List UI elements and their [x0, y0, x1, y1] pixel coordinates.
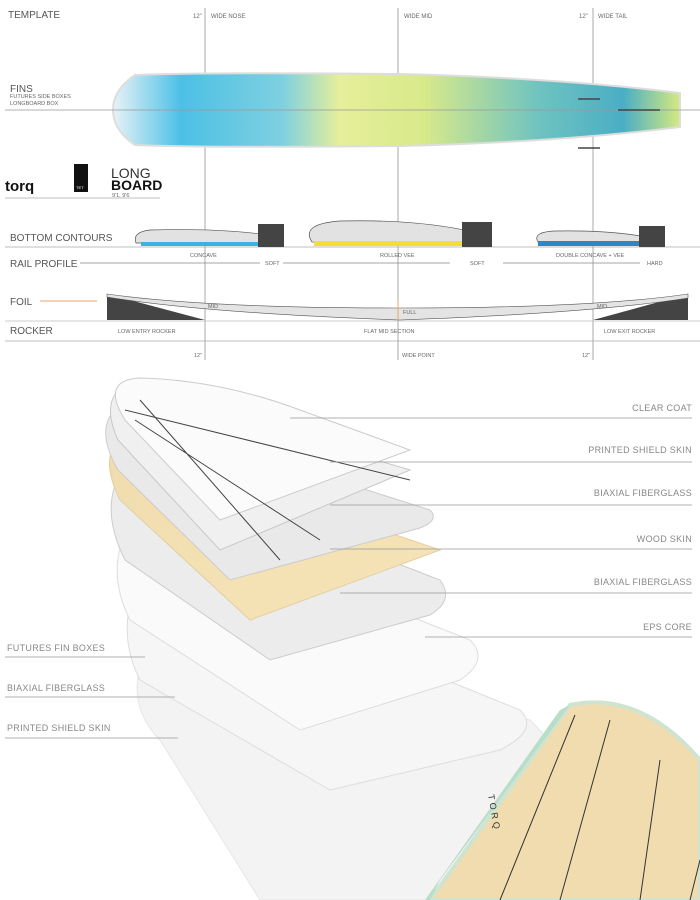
torq-logo: torq [5, 178, 34, 195]
layer-label-bottom-biaxial: BIAXIAL FIBERGLASS [7, 683, 105, 693]
layer-label-eps-core: EPS CORE [643, 622, 692, 632]
rocker-mid-label: FLAT MID SECTION [364, 329, 415, 335]
nose-contour-label: CONCAVE [190, 253, 217, 259]
tail-contour-label: DOUBLE CONCAVE + VEE [556, 253, 625, 259]
wide-nose-label: WIDE NOSE [211, 14, 245, 20]
rocker-tail-label: LOW EXIT ROCKER [604, 329, 655, 335]
fins-line1: FUTURES SIDE BOXES [10, 94, 71, 100]
template-title: TEMPLATE [8, 10, 60, 21]
deck-stringers [499, 714, 700, 900]
tail-rail-block [639, 226, 665, 247]
mid-contour-shape [308, 220, 479, 244]
model-line2: BOARD [111, 177, 162, 193]
nose-inches: 12" [193, 14, 202, 20]
mid-contour-label: ROLLED VEE [380, 253, 415, 259]
rail-profile-title: RAIL PROFILE [10, 259, 78, 270]
layer-label-biaxial-2: BIAXIAL FIBERGLASS [594, 577, 692, 587]
tail-contour-bar [538, 241, 646, 246]
layer-label-printed-shield: PRINTED SHIELD SKIN [588, 445, 692, 455]
layer-label-bottom-shield: PRINTED SHIELD SKIN [7, 723, 111, 733]
stringer-lines [124, 399, 411, 561]
tail-inches: 12" [579, 14, 588, 20]
fins-line2: LONGBOARD BOX [10, 101, 59, 107]
tet-logo-badge [74, 164, 88, 192]
nose-contour-shape [134, 229, 269, 244]
rocker-title: ROCKER [10, 326, 53, 337]
measure-tail: 12" [582, 353, 590, 359]
foil-nose-label: MID [208, 304, 218, 310]
rail-nose-label: SOFT [265, 261, 280, 267]
measure-mid: WIDE POINT [402, 353, 435, 359]
wide-mid-label: WIDE MID [404, 14, 433, 20]
wide-tail-label: WIDE TAIL [598, 14, 628, 20]
model-line1: LONG [111, 165, 151, 181]
mid-rail-block [462, 222, 492, 247]
rocker-nose-label: LOW ENTRY ROCKER [118, 329, 176, 335]
measure-nose: 12" [194, 353, 202, 359]
right-layer-labels: CLEAR COAT PRINTED SHIELD SKIN BIAXIAL F… [290, 403, 692, 638]
foil-mid-label: FULL [403, 310, 416, 316]
layer-label-wood-skin: WOOD SKIN [637, 534, 692, 544]
left-layer-labels: FUTURES FIN BOXES BIAXIAL FIBERGLASS PRI… [5, 643, 178, 739]
foil-tail-label: MID [597, 304, 607, 310]
rail-mid-label: SOFT [470, 261, 485, 267]
deck-rail-mint [425, 705, 570, 900]
layer-label-biaxial-1: BIAXIAL FIBERGLASS [594, 488, 692, 498]
exploded-board-layers: TORQ [105, 377, 700, 900]
layer-label-clear-coat: CLEAR COAT [632, 403, 692, 413]
fins-title: FINS [10, 84, 33, 95]
mid-contour-bar [314, 241, 478, 246]
model-sizes: 9'1, 9'6 [112, 193, 129, 199]
tet-logo-text: TET [76, 185, 84, 190]
clear-coat-layer [115, 377, 412, 521]
nose-contour-bar [141, 242, 268, 246]
nose-rail-block [258, 224, 284, 247]
tail-contour-shape [536, 230, 647, 244]
layer-label-fin-boxes: FUTURES FIN BOXES [7, 643, 105, 653]
foil-title: FOIL [10, 297, 33, 308]
bottom-contours-title: BOTTOM CONTOURS [10, 233, 113, 244]
rail-tail-label: HARD [647, 261, 663, 267]
